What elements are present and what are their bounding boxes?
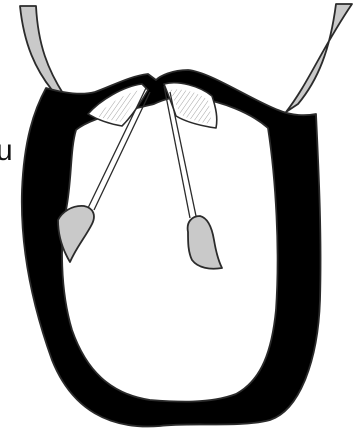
right-papillary-muscle (188, 216, 222, 269)
left-papillary-muscle (58, 206, 94, 262)
right-vessel-wall (286, 4, 352, 112)
edge-letter: u (0, 134, 13, 167)
left-vessel-wall (20, 6, 64, 95)
